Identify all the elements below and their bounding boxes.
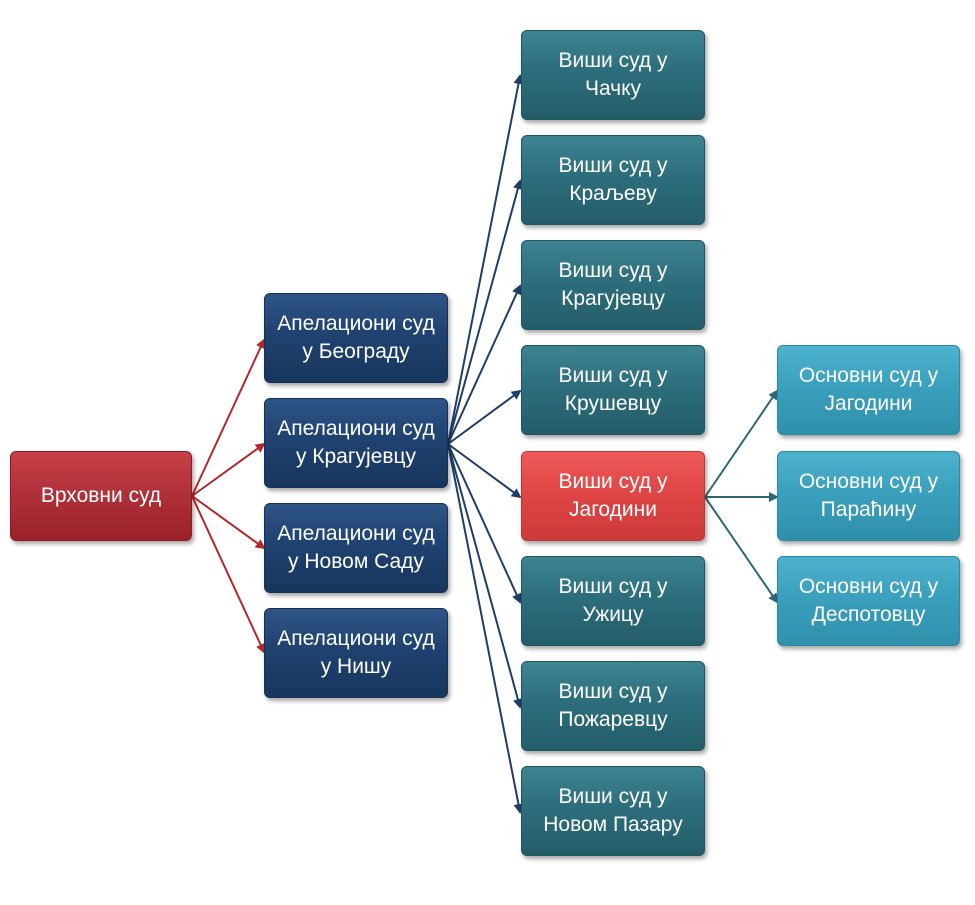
node-label: Апелациони суд (277, 417, 435, 440)
node-basic-paracin: Основни суд у Параћину (777, 451, 960, 541)
node-label: Основни суд у (798, 470, 939, 493)
node-higher-jagodina: Виши суд у Јагодини (521, 451, 705, 541)
node-appellate-nis: Апелациони суд у Нишу (264, 608, 448, 698)
node-label: у Новом Саду (288, 550, 424, 573)
node-label: Виши суд у (558, 470, 668, 493)
node-higher-cacak: Виши суд у Чачку (521, 30, 705, 120)
connector-appellate-to-higher-kraljevo (447, 179, 523, 445)
connector-appellate-to-higher-jagodina (447, 443, 522, 499)
connector-higher-to-basic-jagodina (704, 389, 779, 498)
node-label: Виши суд у (558, 680, 668, 703)
connector-higher-to-basic-despotovac (704, 496, 779, 604)
node-label: у Крагујевцу (295, 445, 417, 468)
node-higher-kragujevac: Виши суд у Крагујевцу (521, 240, 705, 330)
node-label: Јагодини (569, 498, 657, 521)
node-higher-novi-pazar: Виши суд у Новом Пазару (521, 766, 705, 856)
node-label: Деспотовцу (811, 603, 926, 626)
node-label: Виши суд у (558, 154, 668, 177)
node-higher-kraljevo: Виши суд у Краљеву (521, 135, 705, 225)
node-appellate-novi-sad: Апелациони суд у Новом Саду (264, 503, 448, 593)
connector-supreme-to-appellate-nis (191, 495, 266, 654)
node-label: Апелациони суд (277, 312, 435, 335)
node-higher-pozarevac: Виши суд у Пожаревцу (521, 661, 705, 751)
node-label: Крагујевцу (561, 287, 665, 310)
node-label: Апелациони суд (277, 627, 435, 650)
node-label: Краљеву (569, 182, 657, 205)
node-label: Основни суд у (798, 575, 939, 598)
connector-supreme-to-appellate-kragujevac (191, 442, 266, 497)
connector-appellate-to-higher-cacak (447, 74, 524, 445)
node-label: Крушевцу (564, 392, 662, 415)
connector-appellate-to-higher-kragujevac (447, 284, 522, 445)
node-label: Апелациони суд (277, 522, 435, 545)
node-supreme-court: Врховни суд (10, 451, 192, 541)
node-label: Виши суд у (558, 364, 668, 387)
node-appellate-belgrade: Апелациони суд у Београду (264, 293, 448, 383)
connector-appellate-to-higher-krusevac (447, 389, 522, 445)
connector-supreme-to-appellate-belgrade (191, 338, 266, 497)
node-label: у Београду (302, 340, 410, 363)
node-label: Чачку (584, 77, 642, 100)
connector-appellate-to-higher-novi-pazar (447, 443, 524, 814)
node-label: Ужицу (582, 603, 644, 626)
node-label: Новом Пазару (543, 813, 683, 836)
node-label: Виши суд у (558, 785, 668, 808)
connector-appellate-to-higher-pozarevac (447, 443, 523, 709)
node-higher-uzice: Виши суд у Ужицу (521, 556, 705, 646)
node-label: Јагодини (824, 392, 913, 415)
node-appellate-kragujevac: Апелациони суд у Крагујевцу (264, 398, 448, 488)
node-label: Врховни суд (40, 484, 162, 507)
node-label: Основни суд у (798, 364, 939, 387)
node-label: Параћину (820, 498, 917, 521)
node-label: Пожаревцу (558, 708, 668, 731)
node-label: Виши суд у (558, 49, 668, 72)
connector-appellate-to-higher-uzice (447, 443, 522, 604)
node-basic-despotovac: Основни суд у Деспотовцу (777, 556, 960, 646)
connector-supreme-to-appellate-novi-sad (191, 495, 266, 550)
node-label: Виши суд у (558, 575, 668, 598)
node-higher-krusevac: Виши суд у Крушевцу (521, 345, 705, 435)
node-basic-jagodina: Основни суд у Јагодини (777, 345, 960, 435)
node-label: у Нишу (320, 655, 392, 678)
node-label: Виши суд у (558, 259, 668, 282)
